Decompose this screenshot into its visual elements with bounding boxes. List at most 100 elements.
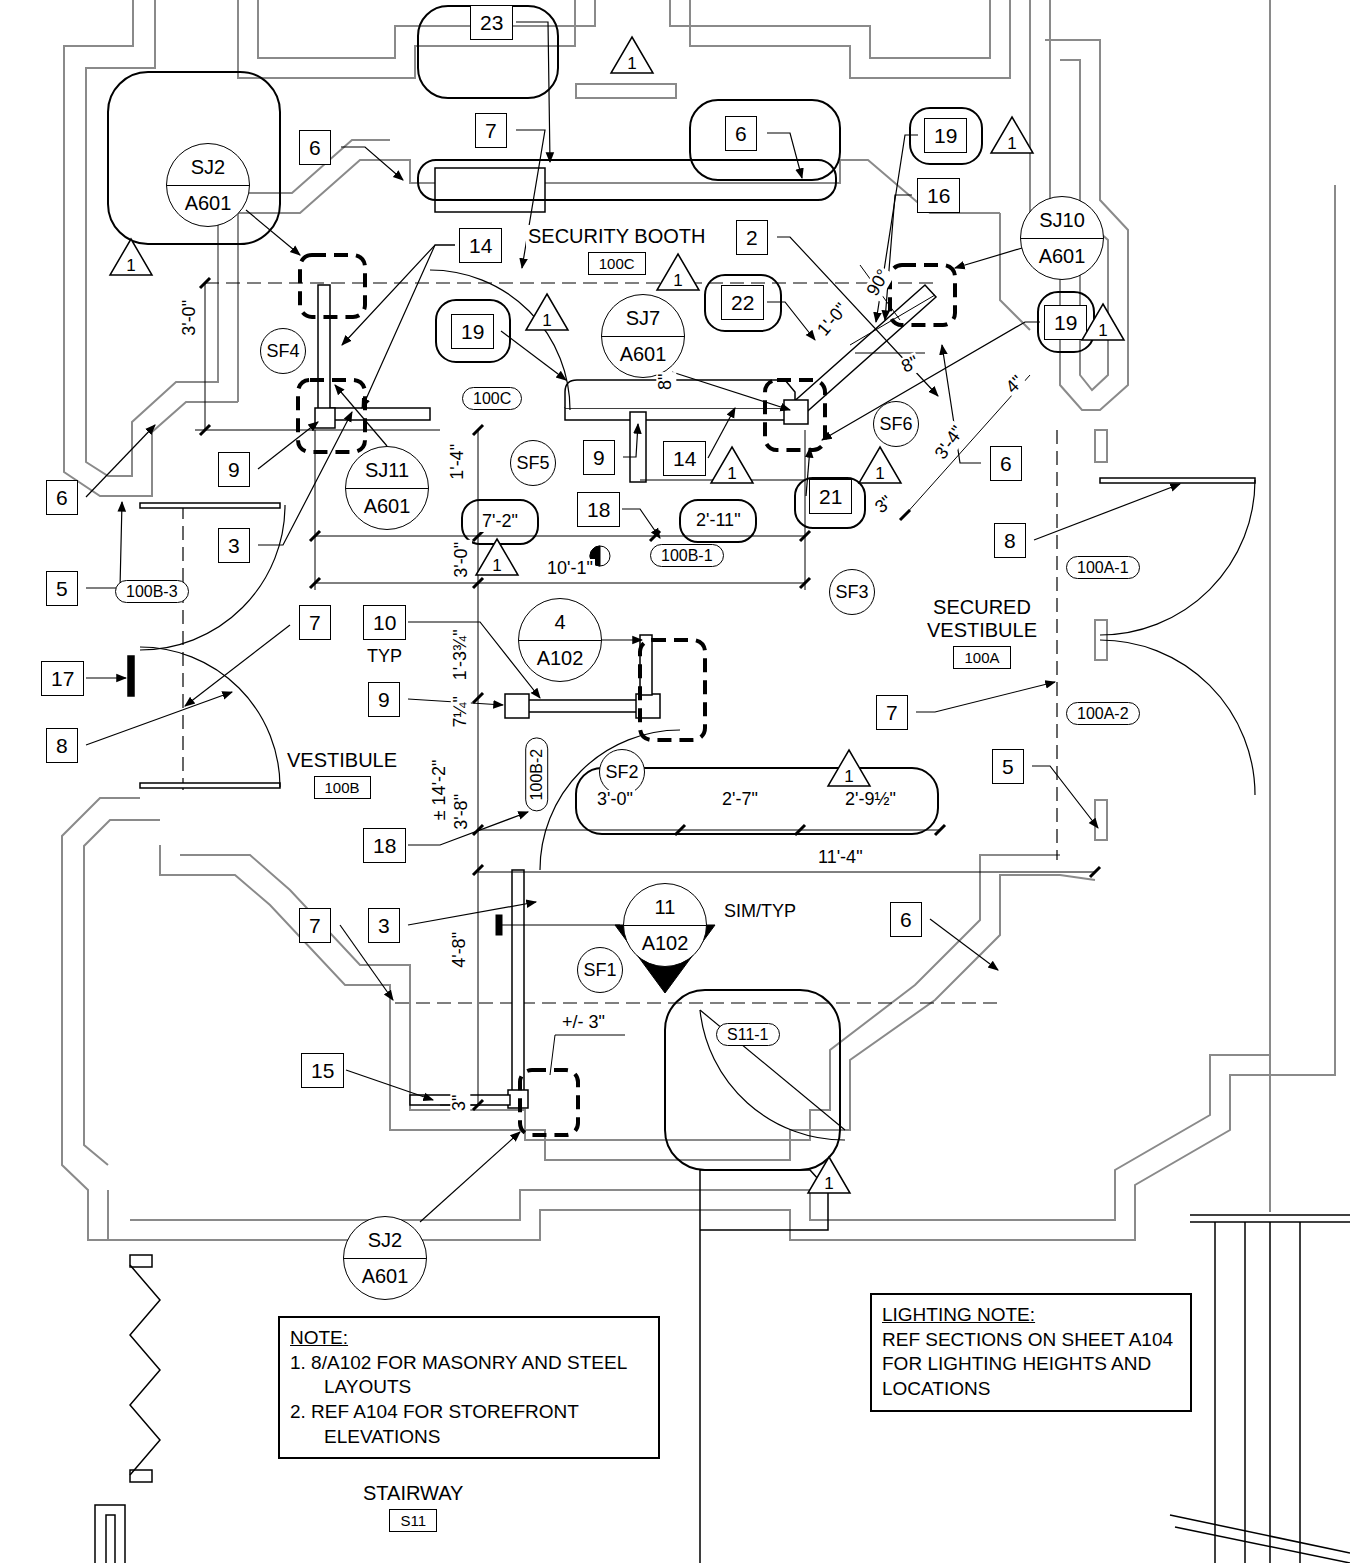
dimension-line: [478, 872, 1095, 873]
wall-outline: [62, 798, 140, 1240]
note-text: 1. 8/A102 FOR MASONRY AND STEEL LAYOUTS: [290, 1351, 648, 1400]
storefront-tag: SF5: [510, 440, 556, 486]
door-tag: 100A-2: [1066, 702, 1140, 725]
callout-text: 9: [593, 446, 605, 469]
revision-delta: 1: [1080, 302, 1126, 342]
revision-delta: 1: [474, 537, 520, 577]
door-number: 100B-3: [126, 583, 178, 600]
storefront: [505, 694, 529, 718]
revision-delta: 1: [857, 445, 903, 485]
storefront-type: SF2: [605, 763, 638, 781]
room-number: 100C: [588, 252, 646, 275]
room-tag: STAIRWAYS11: [361, 1482, 465, 1532]
revision-delta: 1: [989, 115, 1035, 155]
wall-outline: [576, 84, 676, 98]
revision-delta: 1: [108, 237, 154, 277]
dimension-tick: [310, 578, 320, 588]
dimension: 8": [897, 352, 924, 379]
revision-cloud: [690, 100, 840, 180]
leader-line: [341, 147, 403, 180]
revision-number: 1: [524, 312, 570, 329]
note-text: REF SECTIONS ON SHEET A104 FOR LIGHTING …: [882, 1328, 1180, 1402]
callout-number: 23: [470, 5, 513, 40]
divider-line: [1021, 238, 1103, 239]
door-number: 100A-2: [1077, 705, 1129, 722]
callout-number: 18: [363, 828, 406, 863]
dimension: 3'-0": [595, 790, 635, 810]
dimension-tick: [473, 1100, 483, 1110]
revision-cloud: [705, 275, 781, 331]
dimension-tick: [473, 425, 483, 435]
dimension-line: [555, 1035, 625, 1036]
wall-outline: [108, 1075, 1270, 1240]
callout-number: 3: [218, 528, 250, 563]
note-heading: LIGHTING NOTE:: [882, 1303, 1180, 1328]
storefront: [318, 285, 330, 420]
callout-text: 6: [309, 136, 321, 159]
callout-number: 7: [299, 908, 331, 943]
room-name: VESTIBULE: [285, 749, 399, 772]
dimension-tick: [200, 425, 210, 435]
storefront: [140, 503, 280, 508]
note-heading: NOTE:: [290, 1326, 648, 1351]
wall-outline: [1270, 185, 1335, 1075]
dimension: 11'-4": [816, 848, 865, 868]
callout-number: 22: [721, 285, 764, 320]
storefront: [790, 285, 936, 417]
callout-number: 14: [459, 228, 502, 263]
leader-line: [930, 919, 998, 970]
leader-line: [822, 322, 1040, 440]
storefront: [565, 408, 795, 420]
revision-number: 1: [709, 465, 755, 482]
dimension-tick: [473, 578, 483, 588]
room-tag: SECURED VESTIBULE100A: [920, 596, 1044, 669]
leader-line: [86, 677, 126, 678]
dashed-line: [1056, 430, 1057, 860]
leader-line: [1032, 766, 1098, 828]
typical-note: SIM/TYP: [722, 902, 798, 922]
storefront-tag: SF1: [577, 947, 623, 993]
dimension: 8": [656, 372, 676, 392]
stair-and-edge-lines: [1175, 1527, 1350, 1563]
wall-outline: [238, 160, 1000, 402]
divider-line: [624, 925, 706, 926]
callout-number: 17: [41, 661, 84, 696]
callout-number: 19: [451, 314, 494, 349]
callout-text: 21: [819, 485, 842, 508]
wall-outline: [180, 855, 1060, 1140]
storefront-type: SF3: [835, 583, 868, 601]
dimension-tick: [900, 510, 910, 520]
door-number: 100B-1: [661, 547, 713, 564]
storefront: [512, 870, 524, 1095]
revision-delta: 1: [826, 748, 872, 788]
dimension: 3'-0": [180, 298, 200, 338]
dimension-line: [195, 265, 1095, 1105]
sheet-number: A601: [167, 193, 249, 213]
detail-marker: SJ10A601: [1020, 196, 1104, 280]
stair-and-edge-lines: [1269, 1222, 1271, 1563]
detail-marker: 4A102: [518, 598, 602, 682]
revision-number: 1: [609, 55, 655, 72]
detail-number: SJ11: [346, 460, 428, 480]
dimension: 7'-2": [480, 512, 520, 532]
wall-outline: [84, 820, 160, 1165]
stair-and-edge-lines: [106, 1515, 115, 1563]
dimension: 2'-11": [694, 511, 743, 531]
callout-number: 6: [725, 116, 757, 151]
callout-text: 7: [886, 701, 898, 724]
callout-text: 6: [735, 122, 747, 145]
room-name: SECURITY BOOTH: [526, 225, 707, 248]
sheet-number: A601: [344, 1266, 426, 1286]
general-note: NOTE:1. 8/A102 FOR MASONRY AND STEEL LAY…: [278, 1316, 660, 1459]
stair-and-edge-lines: [130, 1265, 160, 1475]
dimension: 2'-9½": [843, 790, 898, 810]
storefront-type: SF5: [516, 454, 549, 472]
revision-cloud: [418, 6, 558, 98]
dimension-line: [478, 430, 479, 1105]
dimension: 4": [1001, 371, 1029, 399]
wall-outline: [670, 0, 990, 58]
sheet-number: A102: [624, 933, 706, 953]
leader-line: [516, 22, 550, 162]
leader-line: [916, 682, 1055, 712]
